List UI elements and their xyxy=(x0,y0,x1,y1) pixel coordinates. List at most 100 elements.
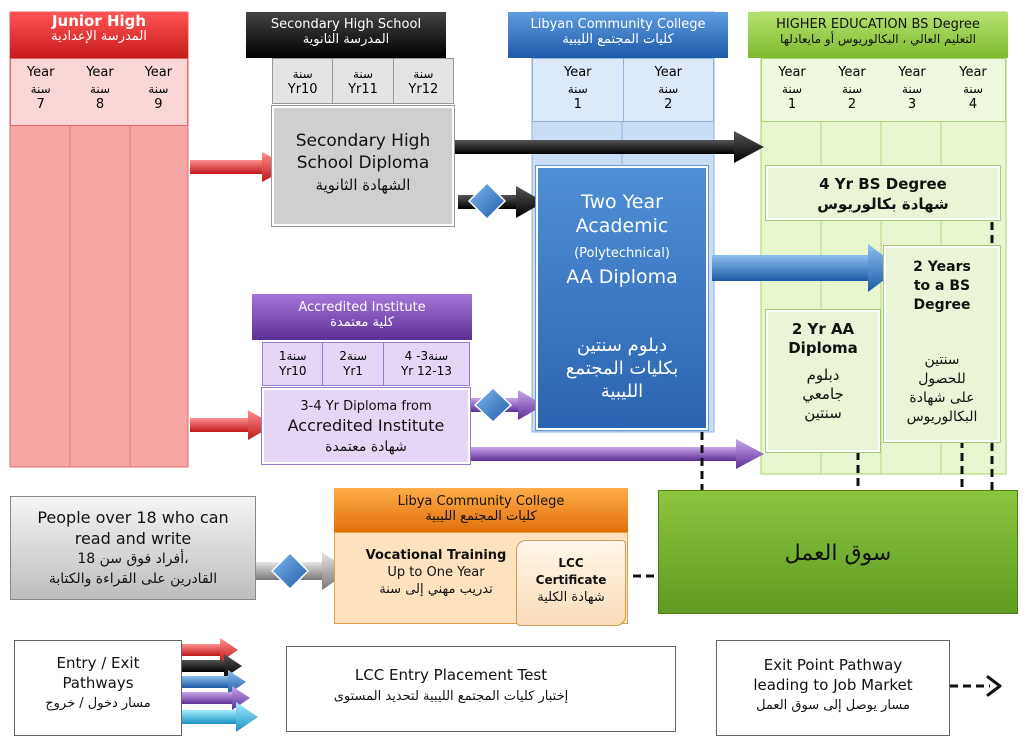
arrow-secondary-to-higher xyxy=(436,131,764,163)
junior-year-8: Year سنة 8 xyxy=(70,59,129,125)
higher-year-4: Year سنة 4 xyxy=(942,59,1004,121)
year-number: 2 xyxy=(664,97,673,112)
year-label-ar: سنة xyxy=(89,82,111,96)
secondary-diploma-ar: الشهادة الثانوية xyxy=(315,176,411,194)
institute-year-3: سنة3- 4 Yr 12-13 xyxy=(384,343,469,385)
year-label: Year xyxy=(959,65,987,80)
lcc-title-ar: كليات المجتمع الليبية xyxy=(425,509,537,524)
year-label: Yr10 xyxy=(287,82,318,97)
legend-exit-pathway-box: Exit Point Pathway leading to Job Market… xyxy=(716,640,950,736)
lcc-title-en: Libya Community College xyxy=(397,494,565,509)
legend-test-ar: إختبار كليات المجتمع الليبية لتحديد المس… xyxy=(333,689,569,704)
year-label-ar: سنة1 xyxy=(278,349,307,363)
aa-diploma-ar1: دبلوم xyxy=(806,366,840,384)
college-program-line2: Academic xyxy=(575,215,669,237)
adults-entry-box: People over 18 who can read and write أف… xyxy=(10,496,256,600)
year-label: Year xyxy=(144,65,173,80)
year-label: Year xyxy=(654,65,683,80)
year-label-ar: سنة xyxy=(292,67,313,81)
adults-en-line1: People over 18 who can xyxy=(37,508,229,527)
year-label-ar: سنة xyxy=(841,82,863,96)
secondary-diploma-box: Secondary High School Diploma الشهادة ال… xyxy=(272,106,454,226)
arrow-institute-to-higher xyxy=(470,439,764,469)
two-years-bs-box: 2 Years to a BS Degree سنتين للحصول على … xyxy=(884,246,1000,442)
bs-degree-en: 4 Yr BS Degree xyxy=(819,175,947,193)
year-number: 2 xyxy=(847,97,857,112)
higher-year-1: Year سنة 1 xyxy=(762,59,822,121)
secondary-diploma-line2: School Diploma xyxy=(296,153,430,173)
arrow-college-to-higher xyxy=(712,244,900,292)
institute-year-1: سنة1 Yr10 xyxy=(263,343,324,385)
two-years-ar4: البكالوريوس xyxy=(906,409,978,425)
year-label: Year xyxy=(26,65,55,80)
higher-year-3: Year سنة 3 xyxy=(882,59,942,121)
college-title-en: Libyan Community College xyxy=(530,17,706,32)
year-number: 7 xyxy=(36,97,45,112)
higher-title-en: HIGHER EDUCATION BS Degree xyxy=(776,17,980,32)
legend-exit-line2: leading to Job Market xyxy=(753,676,913,694)
vocational-ar: تدريب مهني إلى سنة xyxy=(379,582,493,597)
certificate-line1: LCC xyxy=(558,556,584,570)
college-program-line4: AA Diploma xyxy=(566,266,678,288)
job-market-box: سوق العمل xyxy=(658,490,1018,614)
legend-entry-exit-box: Entry / Exit Pathways مسار دخول / خروج xyxy=(14,640,182,736)
institute-diploma-line2: Accredited Institute xyxy=(287,416,445,435)
year-label-ar: سنة xyxy=(30,82,51,96)
institute-header: Accredited Institute كلية معتمدة xyxy=(252,294,472,340)
two-years-line3: Degree xyxy=(913,297,971,313)
year-label-ar: سنة xyxy=(962,82,984,96)
institute-diploma-ar: شهادة معتمدة xyxy=(325,439,407,455)
institute-diploma-line1: 3-4 Yr Diploma from xyxy=(300,399,432,414)
year-label-ar: سنة2 xyxy=(339,349,367,363)
year-number: 1 xyxy=(787,97,797,112)
secondary-diploma-line1: Secondary High xyxy=(295,131,431,151)
legend-test-en: LCC Entry Placement Test xyxy=(354,666,548,684)
secondary-year-11: سنة Yr11 xyxy=(333,59,394,103)
legend-entry-line1: Entry / Exit xyxy=(56,654,140,672)
bs-degree-ar: شهادة بكالوريوس xyxy=(817,195,949,213)
placement-diamond-institute xyxy=(473,386,513,424)
bs-degree-box: 4 Yr BS Degree شهادة بكالوريوس xyxy=(766,166,1000,220)
legend-entry-line2: Pathways xyxy=(62,674,134,692)
lcc-header: Libya Community College كليات المجتمع ال… xyxy=(334,488,628,532)
year-label: Year xyxy=(778,65,806,80)
legend-entry-ar: مسار دخول / خروج xyxy=(45,696,151,711)
placement-diamond-secondary xyxy=(467,181,507,221)
year-label: Yr12 xyxy=(408,82,439,97)
college-header: Libyan Community College كليات المجتمع ا… xyxy=(508,12,728,58)
college-program-line3: (Polytechnical) xyxy=(574,246,670,261)
arrow-junior-to-institute xyxy=(190,410,274,440)
junior-title-ar: المدرسة الإعدادية xyxy=(51,29,147,44)
year-label-ar: سنة xyxy=(658,82,679,96)
job-market-label: سوق العمل xyxy=(784,541,892,566)
year-label: Yr 12-13 xyxy=(400,364,452,378)
two-years-line1: 2 Years xyxy=(913,259,971,275)
year-label: Yr1 xyxy=(343,364,364,378)
year-number: 4 xyxy=(968,97,978,112)
year-label-ar: سنة xyxy=(413,67,434,81)
year-label: Year xyxy=(86,65,114,80)
two-years-ar1: سنتين xyxy=(924,352,960,368)
junior-year-row: Year سنة 7 Year سنة 8 Year سنة 9 xyxy=(10,58,188,126)
year-label-ar: سنة xyxy=(148,82,169,96)
legend-placement-test-box: LCC Entry Placement Test إختبار كليات ال… xyxy=(286,646,676,732)
secondary-year-10: سنة Yr10 xyxy=(273,59,334,103)
adults-ar-line1: أفراد فوق سن 18، xyxy=(77,551,189,567)
secondary-title-ar: المدرسة الثانوية xyxy=(302,32,390,47)
year-number: 9 xyxy=(154,97,163,112)
junior-year-7: Year سنة 7 xyxy=(11,59,70,125)
year-label: Yr11 xyxy=(348,82,378,97)
college-program-ar1: دبلوم سنتين xyxy=(576,335,668,356)
two-years-ar2: للحصول xyxy=(918,371,966,387)
college-program-ar3: الليبية xyxy=(600,381,644,402)
lcc-certificate-scroll: LCC Certificate شهادة الكلية xyxy=(516,540,626,626)
junior-year-9: Year سنة 9 xyxy=(130,59,187,125)
junior-header: Junior High المدرسة الإعدادية xyxy=(10,12,188,58)
secondary-year-12: سنة Yr12 xyxy=(394,59,453,103)
year-label-ar: سنة xyxy=(352,67,374,81)
college-year-1: Year سنة 1 xyxy=(533,59,624,121)
aa-diploma-ar3: سنتين xyxy=(804,404,842,422)
year-label-ar: سنة xyxy=(901,82,923,96)
aa-diploma-line2: Diploma xyxy=(788,339,858,357)
college-title-ar: كليات المجتمع الليبية xyxy=(562,32,674,47)
